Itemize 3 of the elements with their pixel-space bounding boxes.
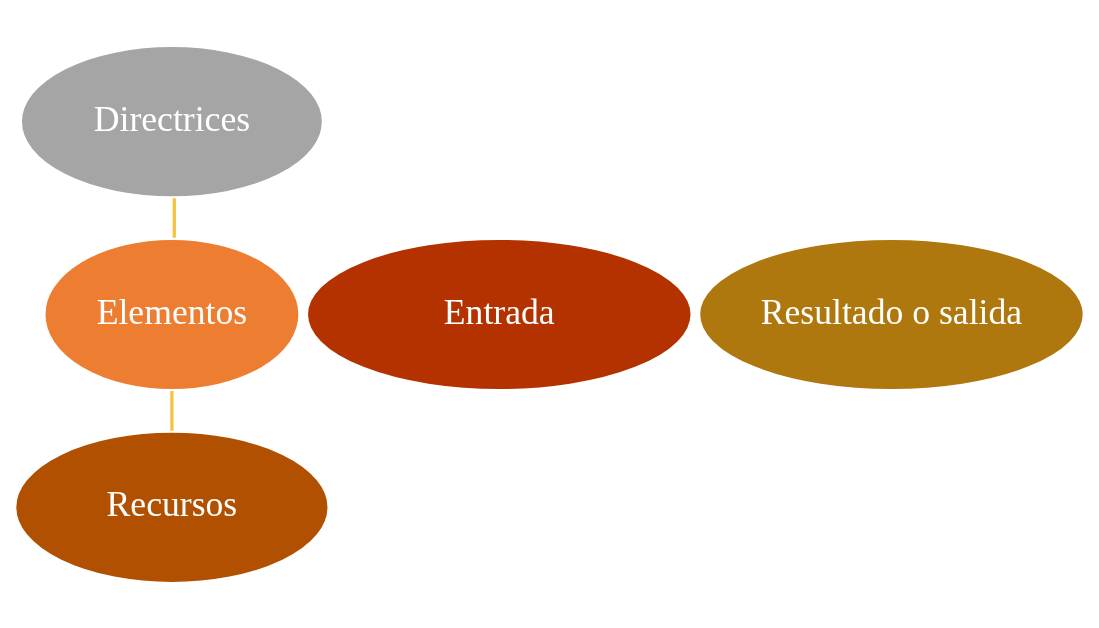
connector: [172, 197, 176, 238]
node-ellipse: Recursos: [13, 429, 331, 585]
connector: [170, 390, 174, 431]
